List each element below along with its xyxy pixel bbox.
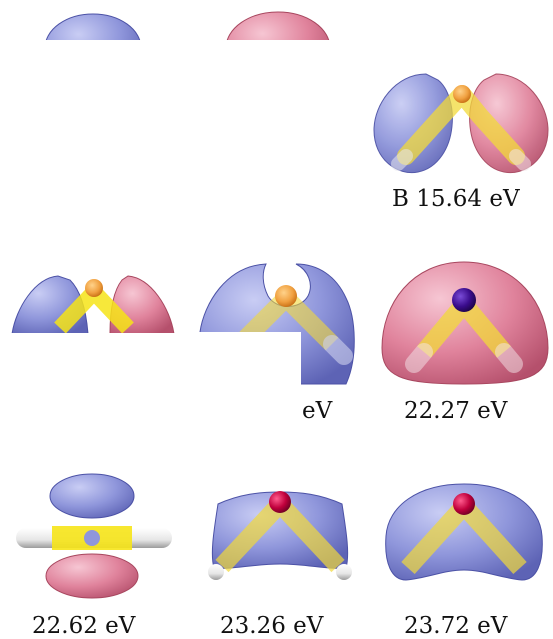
orbital-row2-right: 22.27 eV: [378, 258, 553, 433]
orbital-top-left-graphic: [45, 13, 141, 40]
orbital-energy-label: 22.27 eV: [404, 398, 508, 424]
orbital-energy-label: B 15.64 eV: [392, 186, 520, 212]
orbital-energy-label: 22.62 eV: [32, 613, 136, 639]
orbital-row3-middle: 23.26 eV: [196, 470, 366, 639]
orbital-energy-label: 23.72 eV: [404, 613, 508, 639]
orbital-row2-right-graphic: [381, 261, 549, 385]
orbital-row3-right-graphic: [385, 483, 543, 581]
orbital-row3-left-graphic: [16, 473, 172, 599]
orbital-energy-label: eV: [302, 398, 333, 424]
orbital-row3-left: 22.62 eV: [8, 470, 178, 639]
orbital-top-left: [40, 0, 150, 40]
orbital-row1-right-graphic: [373, 73, 549, 174]
orbital-row2-left: [10, 268, 180, 333]
occlusion-mask: [196, 332, 301, 412]
orbital-row2-middle: eV: [196, 258, 361, 433]
orbital-row1-right: B 15.64 eV: [368, 68, 553, 218]
orbital-row3-right: 23.72 eV: [380, 470, 553, 639]
orbital-row2-left-graphic: [11, 275, 175, 333]
orbital-energy-label: 23.26 eV: [220, 613, 324, 639]
orbital-top-middle: [222, 0, 337, 40]
orbital-top-middle-graphic: [226, 11, 330, 40]
orbital-row3-middle-graphic: [208, 491, 352, 580]
